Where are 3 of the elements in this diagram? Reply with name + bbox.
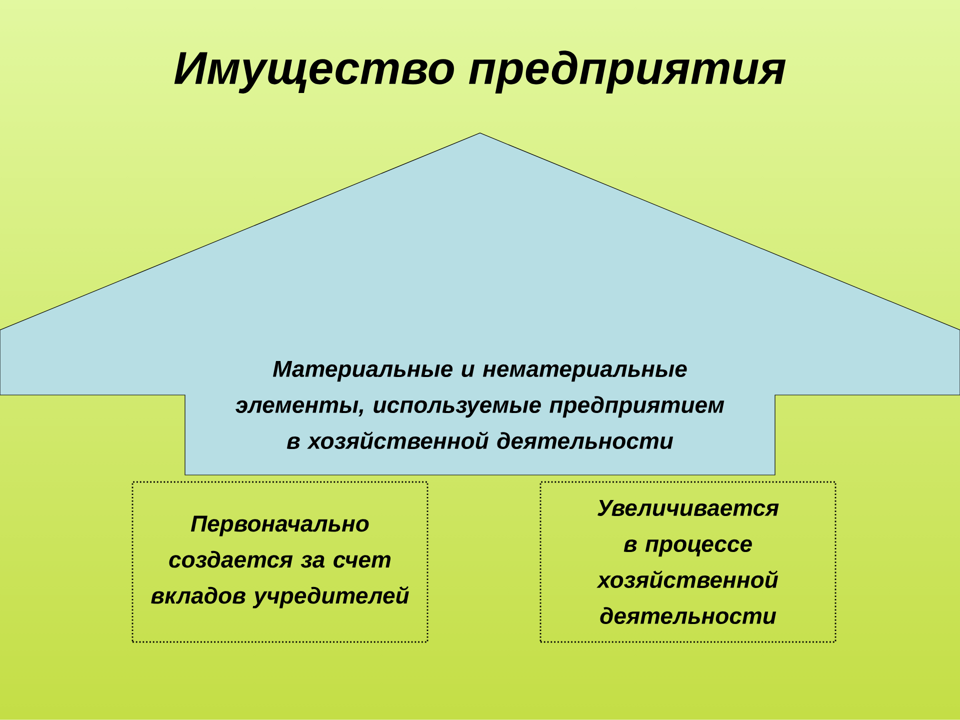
dotted-box: Первоначально создается за счет вкладов учредителей (132, 481, 428, 643)
dotted-box: Увеличивается в процессе хозяйственной деятельности (540, 481, 836, 643)
title: Имущество предприятия (174, 50, 786, 94)
